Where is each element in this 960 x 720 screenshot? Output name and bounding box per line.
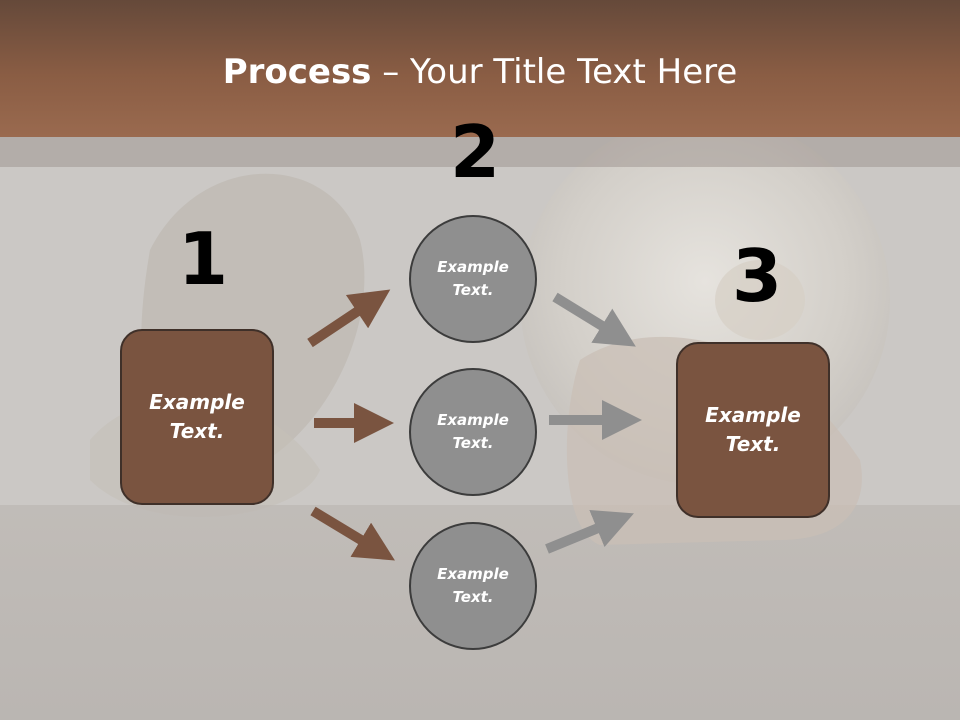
title-rest: – Your Title Text Here: [371, 52, 738, 92]
title-bar: [0, 0, 960, 137]
circle-middle: Example Text.: [409, 368, 537, 496]
end-box-text: Example Text.: [705, 403, 801, 456]
title-bold: Process: [222, 52, 372, 92]
circle-bottom: Example Text.: [409, 522, 537, 650]
slide-title: Process – Your Title Text Here: [0, 52, 960, 92]
arrow-to-top-circle: [307, 289, 391, 348]
end-box: Example Text.: [676, 342, 830, 518]
circle-bottom-text: Example Text.: [437, 565, 509, 606]
title-bar-shadow: [0, 137, 960, 167]
step-number-2: 2: [450, 110, 501, 194]
start-box-text: Example Text.: [149, 390, 245, 443]
start-box: Example Text.: [120, 329, 274, 505]
circle-top: Example Text.: [409, 215, 537, 343]
step-number-3: 3: [732, 234, 783, 318]
arrow-to-bottom-circle: [310, 506, 395, 561]
step-number-1: 1: [178, 217, 229, 301]
arrow-bottom-to-end: [545, 510, 634, 554]
circle-middle-text: Example Text.: [437, 411, 509, 452]
arrow-top-to-end: [552, 292, 636, 347]
circle-top-text: Example Text.: [437, 258, 509, 299]
